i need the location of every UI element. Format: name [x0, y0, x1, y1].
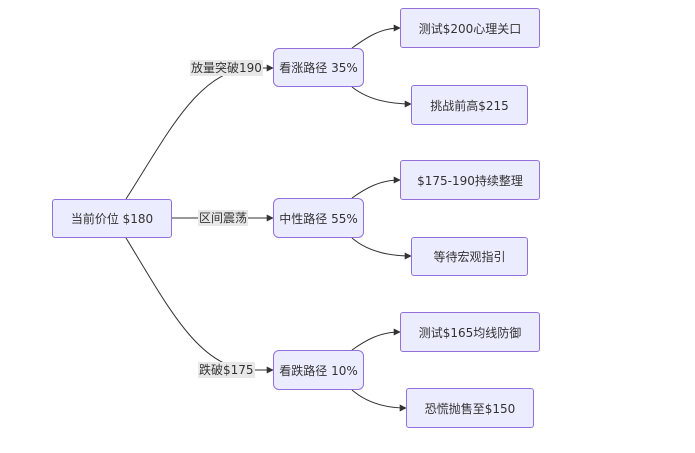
- edge-bull-b: [351, 86, 412, 108]
- edge-bear-b: [351, 389, 407, 412]
- edge-label-to-neutral: 区间震荡: [198, 210, 249, 226]
- node-bear-test-165[interactable]: 测试$165均线防御: [400, 312, 540, 352]
- node-neutral-wait-macro[interactable]: 等待宏观指引: [411, 237, 528, 276]
- node-bear-path[interactable]: 看跌路径 10%: [273, 350, 364, 390]
- node-neutral-consolidate[interactable]: $175-190持续整理: [400, 160, 540, 200]
- edge-root-bull: [125, 64, 274, 200]
- node-bull-test-200[interactable]: 测试$200心理关口: [400, 8, 540, 48]
- edge-label-to-bear: 跌破$175: [198, 362, 255, 378]
- node-bull-path[interactable]: 看涨路径 35%: [273, 48, 364, 87]
- edge-neutral-b: [351, 237, 412, 260]
- edge-neutral-a: [351, 176, 401, 199]
- node-neutral-path[interactable]: 中性路径 55%: [273, 198, 364, 238]
- node-bear-panic-150[interactable]: 恐慌抛售至$150: [406, 388, 534, 428]
- node-current-price[interactable]: 当前价位 $180: [52, 199, 172, 238]
- edge-bear-a: [351, 328, 401, 351]
- node-bull-challenge-215[interactable]: 挑战前高$215: [411, 85, 528, 125]
- edge-bull-a: [351, 24, 401, 49]
- edge-label-to-bull: 放量突破190: [190, 60, 263, 76]
- edge-root-bear: [125, 237, 274, 374]
